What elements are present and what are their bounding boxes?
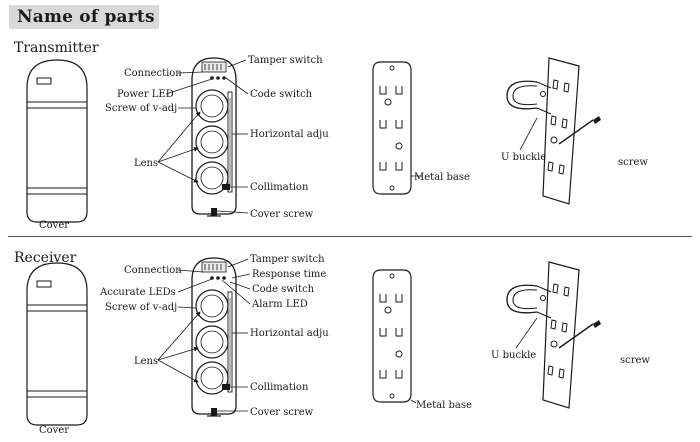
rx-label-cover-screw: Cover screw <box>250 407 314 418</box>
tx-label-u-buckle: U buckle <box>501 152 546 163</box>
transmitter-device <box>191 57 237 217</box>
transmitter-u-buckle-bracket <box>506 57 602 205</box>
tx-label-screw-v-adj: Screw of v-adj <box>105 103 177 114</box>
transmitter-metal-base <box>372 61 412 195</box>
rx-label-screw: screw <box>620 355 650 366</box>
rx-label-horizontal-adju: Horizontal adju <box>250 328 329 339</box>
title-bar <box>9 5 159 29</box>
rx-label-lens: Lens <box>134 356 158 367</box>
receiver-cover-label: Cover <box>39 425 69 436</box>
receiver-section-label: Receiver <box>14 250 77 266</box>
rx-label-metal-base: Metal base <box>416 400 472 411</box>
rx-label-code-switch: Code switch <box>252 284 315 295</box>
rx-label-accurate-leds: Accurate LEDs <box>99 287 176 298</box>
tx-label-power-led: Power LED <box>117 89 174 100</box>
rx-label-connection: Connection <box>124 265 182 276</box>
rx-label-collimation: Collimation <box>250 382 309 393</box>
tx-label-code-switch: Code switch <box>250 89 313 100</box>
tx-label-metal-base: Metal base <box>414 172 470 183</box>
tx-label-screw: screw <box>618 157 648 168</box>
rx-label-u-buckle: U buckle <box>491 350 536 361</box>
rx-label-tamper-switch: Tamper switch <box>250 254 325 265</box>
page-title: Name of parts <box>17 7 155 27</box>
section-divider <box>8 236 692 237</box>
tx-label-horizontal-adju: Horizontal adju <box>250 129 329 140</box>
transmitter-section-label: Transmitter <box>14 40 99 56</box>
transmitter-cover-label: Cover <box>39 220 69 231</box>
rx-label-response-time: Response time <box>252 269 326 280</box>
tx-label-collimation: Collimation <box>250 182 309 193</box>
receiver-cover <box>26 262 88 426</box>
receiver-u-buckle-bracket <box>506 261 602 409</box>
tx-label-tamper-switch: Tamper switch <box>248 55 323 66</box>
receiver-metal-base <box>372 269 412 403</box>
receiver-device <box>191 257 237 417</box>
rx-label-screw-v-adj: Screw of v-adj <box>105 302 177 313</box>
rx-label-alarm-led: Alarm LED <box>251 299 308 310</box>
tx-label-lens: Lens <box>134 158 158 169</box>
tx-label-cover-screw: Cover screw <box>250 209 314 220</box>
transmitter-cover <box>26 59 88 223</box>
tx-label-connection: Connection <box>124 68 182 79</box>
